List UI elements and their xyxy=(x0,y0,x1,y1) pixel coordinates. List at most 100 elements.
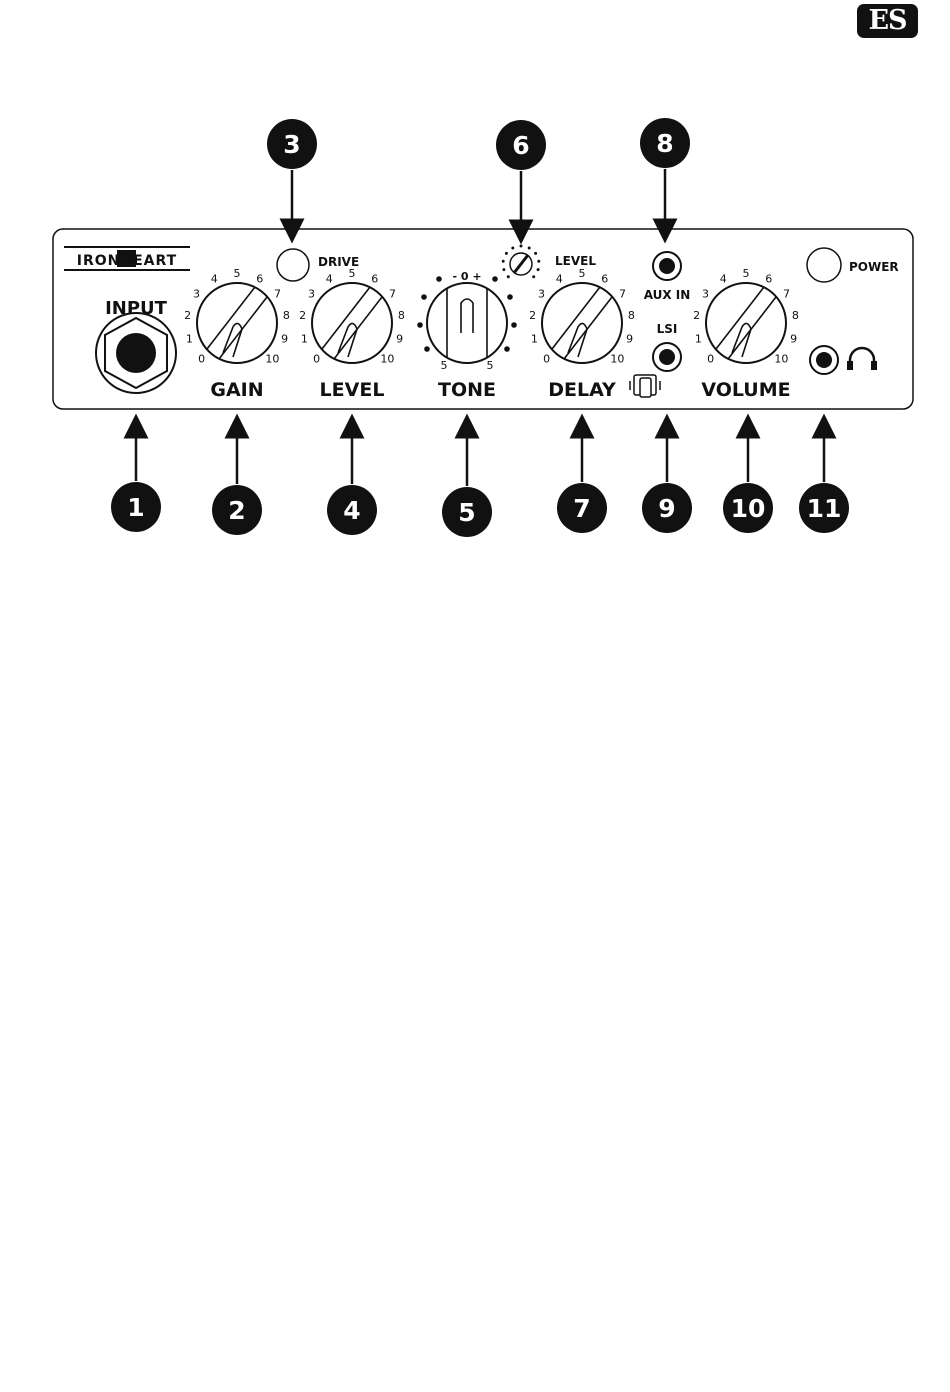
gain-knob-scale-0: 0 xyxy=(198,352,205,365)
delay-knob-scale-3: 3 xyxy=(538,288,545,301)
delay-knob-scale-9: 9 xyxy=(626,333,633,346)
trimmer-scale-dot xyxy=(528,247,531,250)
lsi-label: LSI xyxy=(657,322,678,336)
tone-scale-dot xyxy=(421,294,427,300)
volume-knob-scale-0: 0 xyxy=(707,352,714,365)
trimmer-scale-dot xyxy=(537,260,540,263)
gain-knob-scale-6: 6 xyxy=(256,272,263,285)
gain-knob-scale-10: 10 xyxy=(265,352,279,365)
trimmer-scale-dot xyxy=(502,268,505,271)
delay-knob-scale-8: 8 xyxy=(628,309,635,322)
tone-scale-right: 5 xyxy=(487,359,494,372)
callout-number: 9 xyxy=(658,494,675,523)
tone-scale-dot xyxy=(417,322,423,328)
level-knob-scale-4: 4 xyxy=(326,272,333,285)
callout-7: 7 xyxy=(557,426,607,533)
trimmer-scale-dot xyxy=(520,245,523,248)
level-knob-scale-0: 0 xyxy=(313,352,320,365)
volume-knob-scale-8: 8 xyxy=(792,309,799,322)
volume-knob-scale-3: 3 xyxy=(702,288,709,301)
power-led xyxy=(807,248,841,282)
tone-scale-left: 5 xyxy=(441,359,448,372)
gain-knob-scale-5: 5 xyxy=(234,267,241,280)
delay-knob-scale-2: 2 xyxy=(529,309,536,322)
volume-knob-scale-4: 4 xyxy=(720,272,727,285)
level-label: LEVEL xyxy=(320,379,385,401)
callout-4: 4 xyxy=(327,426,377,535)
tone-scale-dot xyxy=(511,322,517,328)
callout-5: 5 xyxy=(442,426,492,537)
volume-knob-scale-7: 7 xyxy=(783,288,790,301)
brand-logo-text: IRONHEART xyxy=(77,253,177,269)
delay-knob-scale-5: 5 xyxy=(579,267,586,280)
gain-knob-scale-1: 1 xyxy=(186,333,193,346)
level-knob-scale-2: 2 xyxy=(299,309,306,322)
callout-2: 2 xyxy=(212,426,262,535)
callout-number: 1 xyxy=(127,493,144,522)
gain-label: GAIN xyxy=(210,379,263,401)
delay-label: DELAY xyxy=(548,379,616,401)
input-label: INPUT xyxy=(105,298,168,319)
callout-number: 7 xyxy=(573,494,590,523)
drive-led xyxy=(277,249,309,281)
trimmer-scale-dot xyxy=(534,252,537,255)
volume-knob-scale-1: 1 xyxy=(695,333,702,346)
delay-knob-scale-1: 1 xyxy=(531,333,538,346)
power-label: POWER xyxy=(849,260,899,274)
callout-number: 4 xyxy=(343,496,360,525)
gain-knob-scale-7: 7 xyxy=(274,288,281,301)
level-knob-scale-6: 6 xyxy=(371,272,378,285)
trimmer-scale-dot xyxy=(502,260,505,263)
trimmer-scale-dot xyxy=(507,275,510,278)
trimmer-scale-dot xyxy=(505,252,508,255)
tone-scale-dot xyxy=(492,276,498,282)
gain-knob-scale-9: 9 xyxy=(281,333,288,346)
callout-number: 11 xyxy=(807,494,842,523)
tone-scale-dot xyxy=(507,294,513,300)
delay-knob-scale-7: 7 xyxy=(619,288,626,301)
mobile-device-icon xyxy=(630,375,660,397)
delay-knob-scale-0: 0 xyxy=(543,352,550,365)
callout-number: 2 xyxy=(228,496,245,525)
volume-knob-scale-6: 6 xyxy=(765,272,772,285)
tone-center-mark: - 0 + xyxy=(452,270,481,283)
level-knob-scale-7: 7 xyxy=(389,288,396,301)
tone-scale-dot xyxy=(424,346,430,352)
gain-knob-scale-4: 4 xyxy=(211,272,218,285)
callout-number: 6 xyxy=(512,131,529,160)
callout-6: 6 xyxy=(496,120,546,232)
volume-knob-scale-9: 9 xyxy=(790,333,797,346)
gain-knob-scale-2: 2 xyxy=(184,309,191,322)
gain-knob-scale-8: 8 xyxy=(283,309,290,322)
callout-8: 8 xyxy=(640,118,690,231)
trimmer-scale-dot xyxy=(537,268,540,271)
level-knob-scale-10: 10 xyxy=(380,352,394,365)
callout-10: 10 xyxy=(723,426,773,533)
callout-number: 10 xyxy=(731,494,766,523)
tone-scale-dot xyxy=(436,276,442,282)
delay-knob-scale-6: 6 xyxy=(601,272,608,285)
delay-level-label: LEVEL xyxy=(555,254,596,268)
drive-label: DRIVE xyxy=(318,255,359,269)
callout-11: 11 xyxy=(799,426,849,533)
callout-number: 8 xyxy=(656,129,673,158)
gain-knob-scale-3: 3 xyxy=(193,288,200,301)
volume-knob-scale-10: 10 xyxy=(774,352,788,365)
trimmer-scale-dot xyxy=(532,275,535,278)
volume-label: VOLUME xyxy=(701,379,790,401)
trimmer-scale-dot xyxy=(511,247,514,250)
aux-in-label: AUX IN xyxy=(644,288,691,302)
tone-label: TONE xyxy=(438,379,496,401)
delay-knob-scale-4: 4 xyxy=(556,272,563,285)
level-knob-scale-9: 9 xyxy=(396,333,403,346)
level-knob-scale-8: 8 xyxy=(398,309,405,322)
volume-knob-scale-5: 5 xyxy=(743,267,750,280)
callout-number: 5 xyxy=(458,498,475,527)
tone-scale-dot xyxy=(504,346,510,352)
level-knob-scale-3: 3 xyxy=(308,288,315,301)
delay-knob-scale-10: 10 xyxy=(610,352,624,365)
volume-knob-scale-2: 2 xyxy=(693,309,700,322)
callout-1: 1 xyxy=(111,426,161,532)
callout-3: 3 xyxy=(267,119,317,231)
